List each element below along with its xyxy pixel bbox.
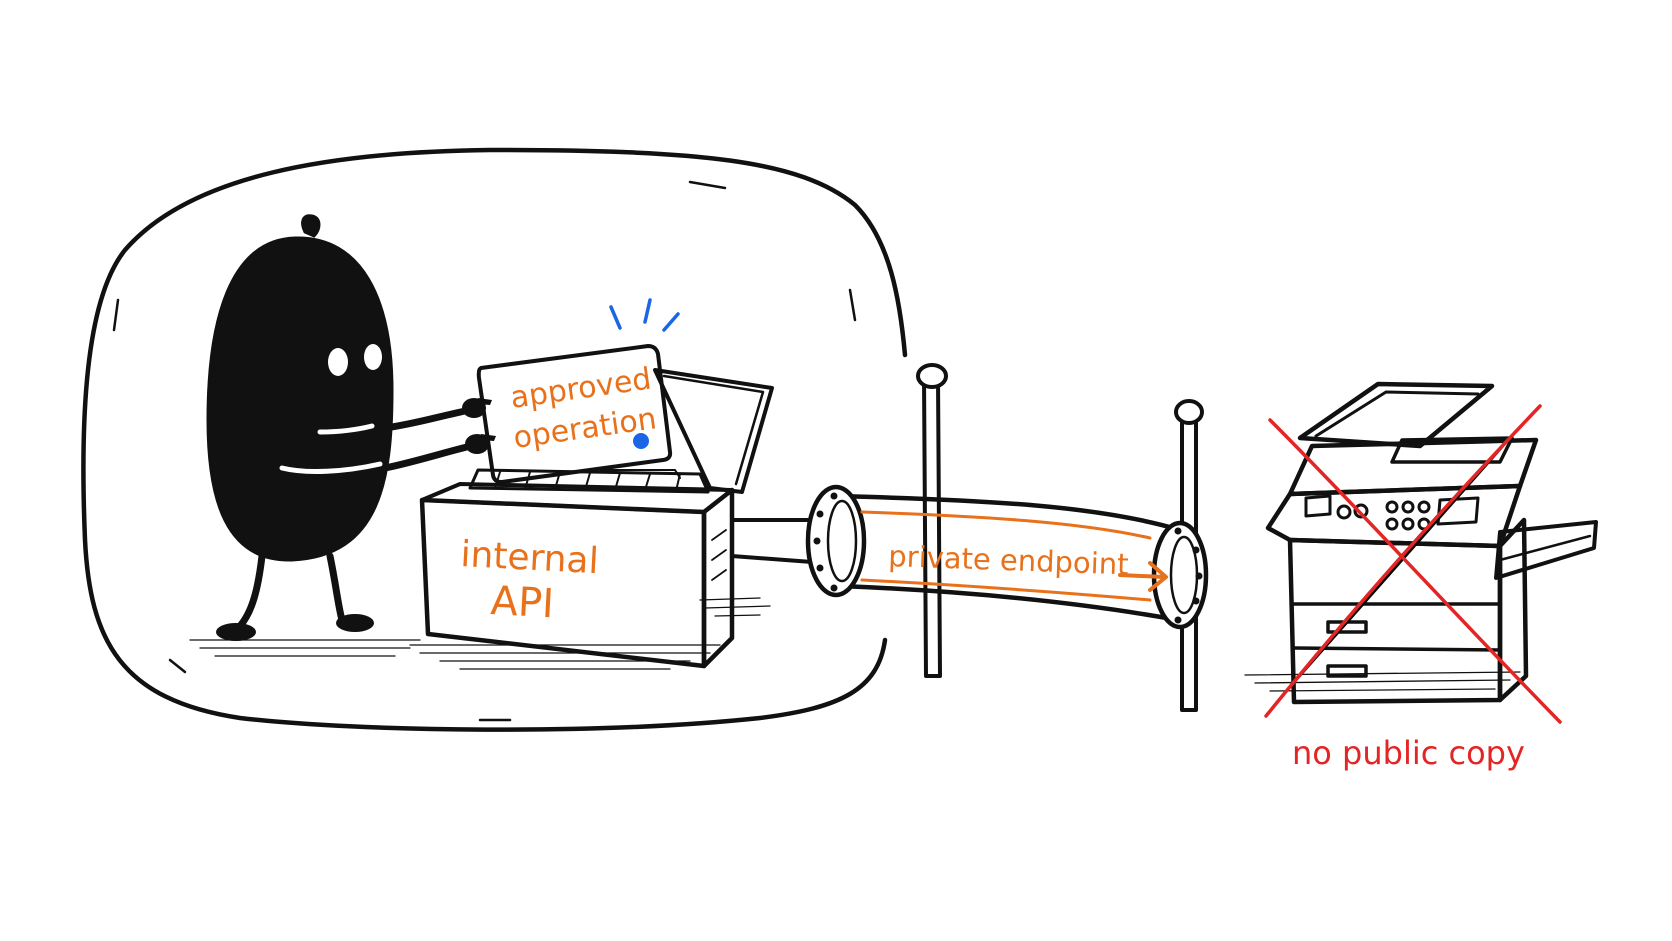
box-label-line1: internal xyxy=(460,534,600,582)
sparkle-icon xyxy=(609,298,680,332)
box-label-line2: API xyxy=(489,578,555,627)
status-dot-icon xyxy=(633,433,649,449)
enclosure-boundary xyxy=(81,147,908,732)
right-arrow-icon xyxy=(1118,561,1168,592)
approved-operation-card: approved operation xyxy=(476,298,680,484)
pipe-label: private endpoint xyxy=(888,539,1129,581)
private-endpoint-pipe: private endpoint xyxy=(805,484,1209,630)
blob-figure-icon xyxy=(206,214,496,641)
pipe-connector xyxy=(730,518,814,564)
prohibited-cross-icon xyxy=(1264,404,1562,724)
floor-shading xyxy=(189,597,1521,692)
copier-label: no public copy xyxy=(1292,734,1525,772)
barrier-post-left xyxy=(916,363,948,678)
